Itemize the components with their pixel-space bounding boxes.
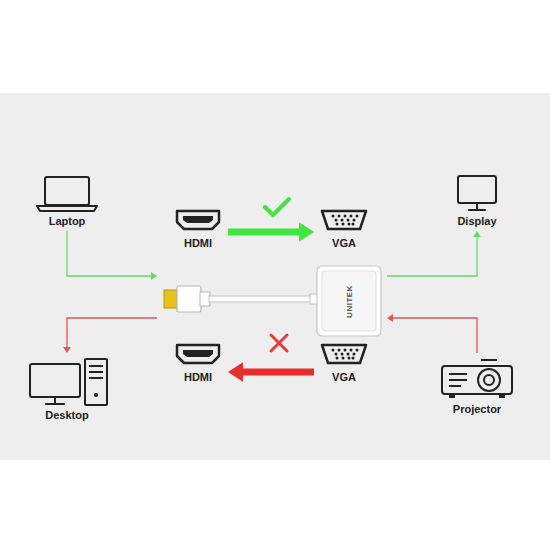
device-label: HDMI <box>171 370 225 384</box>
brand-plate: UNITEK <box>317 266 381 336</box>
device-label: HDMI <box>171 236 225 250</box>
projector-device: Projector <box>435 356 519 416</box>
connector-line <box>393 318 477 353</box>
hdmi-vga-adapter: UNITEK <box>160 262 384 340</box>
arrow-head <box>299 222 314 242</box>
arrow-head <box>387 314 393 322</box>
arrow-head <box>473 231 481 237</box>
device-label: Display <box>435 214 519 228</box>
cross-mark <box>271 335 287 351</box>
laptop-device: Laptop <box>25 172 109 228</box>
hdmi-port-icon <box>173 208 223 232</box>
desktop-icon <box>22 356 112 408</box>
connector-arrow <box>387 231 481 276</box>
arrow-head <box>63 347 71 353</box>
connector-line <box>67 231 151 276</box>
display-device: Display <box>435 172 519 228</box>
connector-line <box>67 318 157 347</box>
connector-line <box>243 369 314 376</box>
device-label: Laptop <box>25 214 109 228</box>
hdmi-port: HDMI <box>171 342 225 384</box>
connector-arrow <box>63 318 157 353</box>
connector-arrow <box>67 231 157 280</box>
connector-arrow <box>228 222 314 242</box>
device-label: Projector <box>435 402 519 416</box>
connector-arrow <box>387 314 477 353</box>
connector-arrow <box>228 362 314 382</box>
monitor-icon <box>437 172 517 214</box>
device-label: Desktop <box>20 408 114 422</box>
device-label: VGA <box>317 370 371 384</box>
vga-port-icon <box>319 342 369 366</box>
arrow-head <box>228 362 243 382</box>
hdmi-port: HDMI <box>171 208 225 250</box>
desktop-device: Desktop <box>20 356 114 422</box>
check-mark <box>265 199 289 215</box>
hdmi-port-icon <box>173 342 223 366</box>
vga-port: VGA <box>317 208 371 250</box>
connector-line <box>387 237 477 276</box>
projector-icon <box>437 356 517 402</box>
brand-label: UNITEK <box>345 285 354 318</box>
laptop-icon <box>27 172 107 214</box>
connector-line <box>228 229 299 236</box>
device-label: VGA <box>317 236 371 250</box>
vga-port-icon <box>319 208 369 232</box>
arrow-head <box>151 272 157 280</box>
vga-port: VGA <box>317 342 371 384</box>
